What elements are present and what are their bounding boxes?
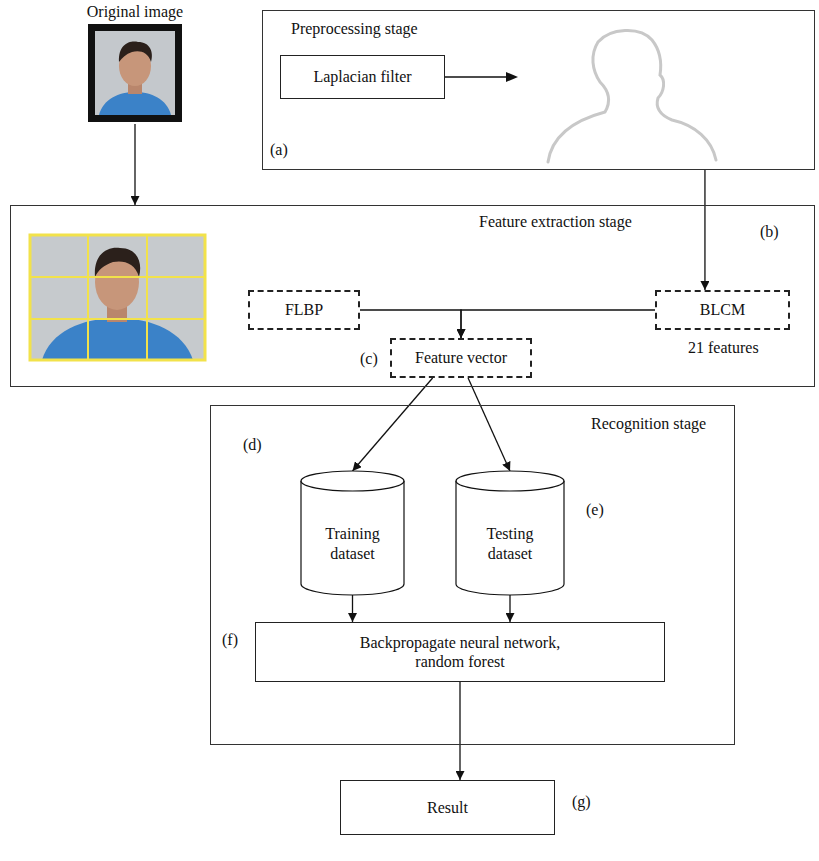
dashed-box: FLBP [248, 290, 360, 330]
grid-photo-background [30, 235, 205, 360]
box-label: FLBP [285, 300, 323, 319]
flow-arrow [461, 310, 655, 338]
photo-hair [119, 42, 152, 62]
image-caption: Original image [87, 2, 183, 21]
photo-frame [88, 24, 182, 122]
grid-line [87, 235, 89, 360]
photo-shirt [99, 92, 171, 115]
grid-photo-shirt [42, 318, 193, 360]
grid-border [30, 235, 205, 360]
process-box: Laplacian filter [280, 55, 445, 99]
flow-arrow [468, 378, 510, 471]
box-label: Training dataset [312, 524, 394, 562]
edge-image [548, 30, 716, 162]
grid-photo-hair [95, 248, 140, 277]
database-cylinder: Training dataset [300, 470, 405, 595]
callout-letter: (e) [586, 500, 604, 519]
flow-arrow [509, 595, 510, 622]
arrow-head [506, 72, 518, 82]
photo-panel: Original image [85, 2, 185, 124]
callout-letter: (c) [360, 349, 378, 368]
stage-title: Preprocessing stage [291, 19, 418, 38]
callout-letter: (a) [270, 140, 288, 159]
box-label: Testing dataset [469, 524, 551, 562]
stage-title: Recognition stage [591, 414, 706, 433]
flow-arrow [134, 124, 135, 205]
callout-letter: (d) [243, 435, 262, 454]
stage-box: Preprocessing stageLaplacian filter [262, 10, 815, 170]
flow-arrow [352, 595, 353, 622]
process-box: Result [340, 780, 555, 835]
flow-arrow [360, 310, 461, 338]
photo-background [95, 31, 175, 115]
callout-letter: (b) [760, 222, 779, 241]
flow-arrow [353, 378, 433, 471]
grid-line [30, 276, 205, 278]
dashed-box: Feature vector [390, 338, 532, 378]
process-box: Backpropagate neural network, random for… [255, 622, 665, 682]
callout-letter: (f) [222, 630, 238, 649]
database-cylinder: Testing dataset [455, 470, 565, 595]
process-arrow [445, 76, 508, 77]
box-label: Laplacian filter [313, 67, 411, 86]
feature-count-note: 21 features [688, 338, 759, 357]
callout-letter: (g) [572, 792, 591, 811]
cylinder-top [456, 471, 564, 491]
cylinder-body [301, 481, 404, 595]
box-label: Feature vector [415, 348, 507, 367]
cylinder-body [456, 481, 564, 595]
stage-box: Recognition stageTraining dataset Testing… [210, 405, 735, 745]
grid-line [146, 235, 148, 360]
box-label: BLCM [700, 300, 745, 319]
stage-box: Feature extraction stageFLBP BLCM Feature … [10, 205, 815, 387]
flow-arrow [704, 170, 705, 290]
box-label: Result [427, 798, 468, 817]
stage-title: Feature extraction stage [479, 212, 632, 231]
flow-arrow [459, 682, 460, 780]
grid-line [30, 318, 205, 320]
box-label: Backpropagate neural network, random for… [345, 633, 575, 671]
cylinder-top [301, 471, 404, 491]
dashed-box: BLCM [655, 290, 790, 330]
